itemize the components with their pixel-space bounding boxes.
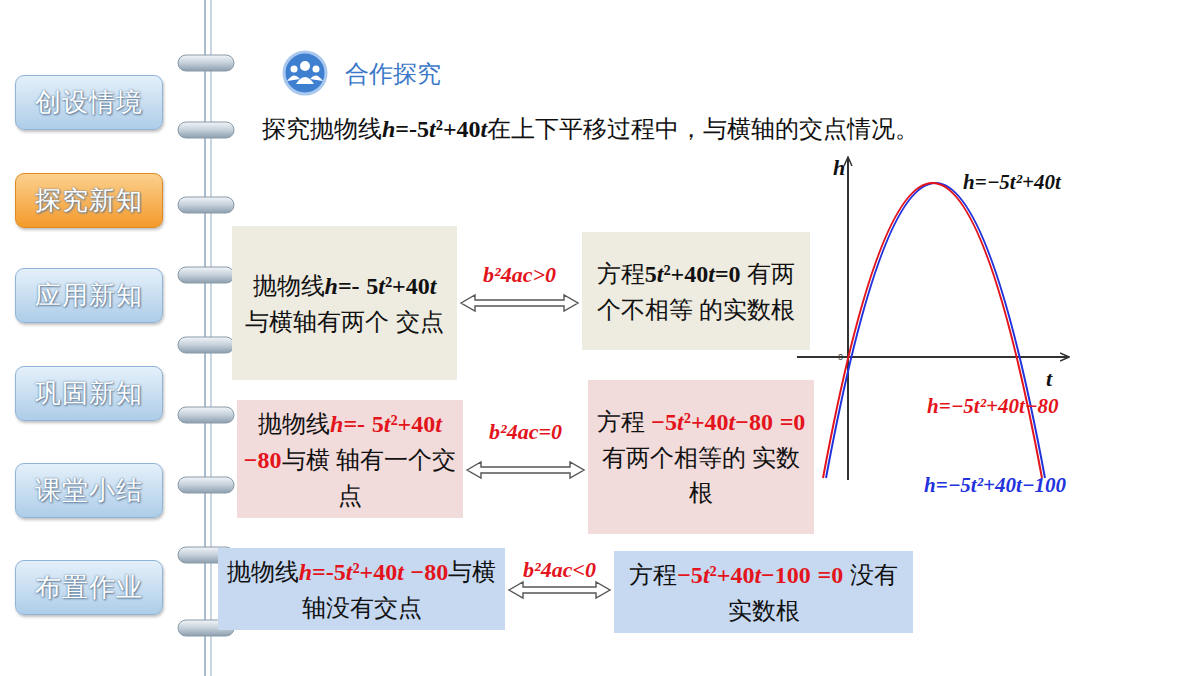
spiral-ring <box>178 55 234 71</box>
condition-label: b²4ac<0 <box>523 557 596 583</box>
spiral-ring <box>178 337 234 353</box>
concept-box: 方程5t²+40t=0 有两个不相等 的实数根 <box>582 232 810 350</box>
concept-box: 抛物线h=-5t²+40t −80与横轴没有交点 <box>218 548 505 630</box>
nav-tab: 巩固新知 <box>15 366 163 421</box>
parabola-curve <box>823 183 1042 478</box>
tab-label: 巩固新知 <box>35 376 143 411</box>
tab-label: 课堂小结 <box>35 473 143 508</box>
nav-tab: 应用新知 <box>15 268 163 323</box>
double-arrow <box>467 462 584 478</box>
icon-circle <box>284 52 326 94</box>
icon-head <box>313 66 320 73</box>
tab-label: 应用新知 <box>35 278 143 313</box>
concept-box: 方程−5t²+40t−100 =0 没有实数根 <box>614 551 913 633</box>
condition-label: b²4ac=0 <box>489 419 562 445</box>
section-heading: 合作探究 <box>345 58 441 90</box>
tab-label: 布置作业 <box>35 570 143 605</box>
h-axis <box>847 158 849 480</box>
spiral-ring <box>178 267 234 283</box>
axis-label: h <box>833 155 845 181</box>
t-axis <box>797 356 1068 358</box>
nav-tab: 布置作业 <box>15 560 163 615</box>
parabola-curve <box>826 183 1045 478</box>
spiral-ring <box>178 407 234 423</box>
team-icon <box>284 52 326 94</box>
nav-tab: 课堂小结 <box>15 463 163 518</box>
tab-label: 探究新知 <box>35 183 143 218</box>
spiral-ring <box>178 122 234 138</box>
icon-head <box>291 66 298 73</box>
tab-label: 创设情境 <box>35 85 143 120</box>
concept-box: 方程 −5t²+40t−80 =0 有两个相等的 实数根 <box>588 380 814 534</box>
double-arrow <box>509 582 610 598</box>
curve-label: h=−5t²+40t−100 <box>924 473 1066 498</box>
box-text: 方程5t²+40t=0 有两个不相等 的实数根 <box>582 256 810 327</box>
icon-body <box>310 75 323 81</box>
double-arrow <box>461 295 578 311</box>
box-text: 方程 −5t²+40t−80 =0 有两个相等的 实数根 <box>588 404 814 510</box>
curve-label: h=−5t²+40t−80 <box>927 394 1059 419</box>
condition-label: b²4ac>0 <box>483 262 556 288</box>
box-text: 抛物线h=-5t²+40t −80与横轴没有交点 <box>218 554 505 625</box>
box-text: 抛物线h=- 5t²+40t 与横轴有两个 交点 <box>232 268 457 339</box>
question-text: 探究抛物线h=-5t²+40t在上下平移过程中，与横轴的交点情况。 <box>262 113 919 145</box>
spiral-ring <box>178 477 234 493</box>
icon-body <box>287 75 300 81</box>
nav-tab: 创设情境 <box>15 75 163 130</box>
box-text: 方程−5t²+40t−100 =0 没有实数根 <box>614 557 913 628</box>
axis-label: t <box>1046 366 1052 392</box>
concept-box: 抛物线h=- 5t²+40t −80与横 轴有一个交点 <box>237 400 463 518</box>
graph <box>797 158 1068 480</box>
spiral-ring <box>178 197 234 213</box>
nav-tab: 探究新知 <box>15 173 163 228</box>
icon-head <box>300 61 310 71</box>
curve-label: h=−5t²+40t <box>963 170 1061 195</box>
box-text: 抛物线h=- 5t²+40t −80与横 轴有一个交点 <box>237 406 463 513</box>
concept-box: 抛物线h=- 5t²+40t 与横轴有两个 交点 <box>232 226 457 380</box>
axis-label: 0 <box>838 352 843 362</box>
